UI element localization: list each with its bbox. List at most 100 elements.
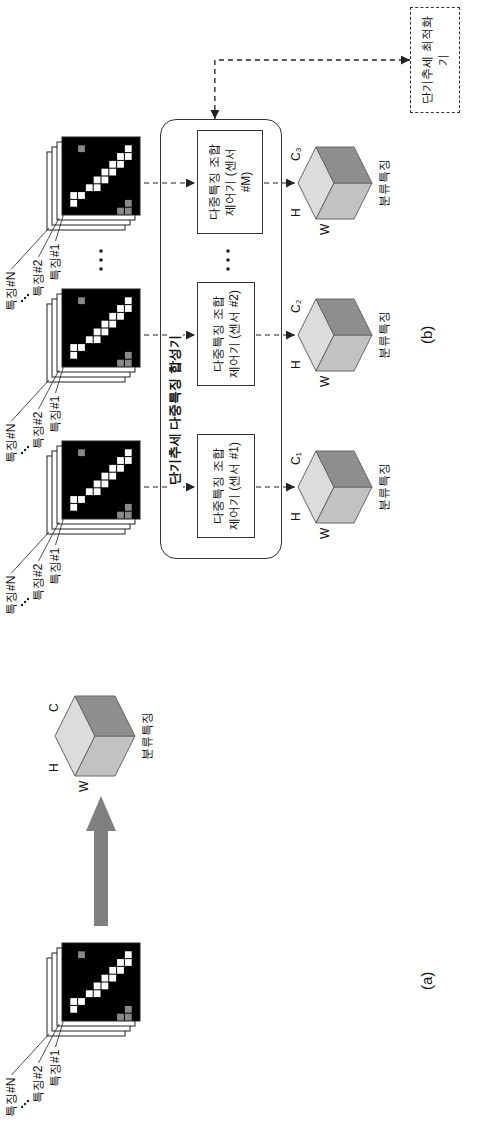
flow-arrow bbox=[144, 182, 195, 183]
feature-stack bbox=[21, 441, 140, 606]
feature-name: 특징#1 bbox=[48, 396, 63, 433]
feature-pixel bbox=[109, 169, 116, 176]
feature-pixel bbox=[78, 145, 85, 152]
feature-pixel bbox=[125, 951, 132, 958]
output-label: 분류특징 bbox=[377, 159, 392, 207]
dimension-label: H bbox=[289, 208, 304, 217]
feature-pixel bbox=[125, 457, 132, 464]
flow-arrow bbox=[264, 182, 295, 183]
feature-name: 특징#1 bbox=[48, 244, 63, 281]
feature-pixel bbox=[94, 990, 101, 997]
feature-pixel bbox=[94, 481, 101, 488]
feature-pixel bbox=[125, 145, 132, 152]
feature-pixel bbox=[117, 967, 124, 974]
dimension-label: W bbox=[77, 781, 92, 792]
feature-pixel bbox=[109, 465, 116, 472]
feature-stack bbox=[21, 137, 140, 302]
feature-pixel bbox=[94, 336, 101, 343]
feature-pixel bbox=[125, 360, 132, 367]
feature-pixel bbox=[78, 344, 85, 351]
dimension-label: W bbox=[318, 376, 333, 387]
dimension-label: H bbox=[289, 360, 304, 369]
output-label: 분류특징 bbox=[377, 463, 392, 511]
leader-line bbox=[56, 1019, 65, 1047]
feature-pixel bbox=[125, 208, 132, 215]
feature-pixel bbox=[94, 184, 101, 191]
feature-map-front bbox=[62, 441, 140, 519]
feature-pixel bbox=[117, 153, 124, 160]
feature-pixel bbox=[117, 305, 124, 312]
feature-name: 특징#1 bbox=[48, 548, 63, 585]
feature-pixel bbox=[117, 959, 124, 966]
dimension-label: W bbox=[318, 528, 333, 539]
feature-pixel bbox=[102, 321, 109, 328]
transform-arrow bbox=[86, 796, 116, 926]
feature-pixel bbox=[86, 488, 93, 495]
ellipsis-dot bbox=[27, 1100, 29, 1102]
feature-pixel bbox=[125, 1014, 132, 1021]
cube-face bbox=[316, 451, 372, 487]
feature-pixel bbox=[102, 169, 109, 176]
cube-face bbox=[316, 183, 372, 219]
feature-map-front bbox=[62, 943, 140, 1021]
feature-name: 특징#2 bbox=[31, 564, 46, 601]
feature-pixel bbox=[78, 449, 85, 456]
feature-pixel bbox=[94, 983, 101, 990]
dimension-label: C₁ bbox=[289, 452, 304, 465]
feature-pixel bbox=[102, 975, 109, 982]
feature-pixel bbox=[117, 512, 124, 519]
feature-cube bbox=[298, 147, 372, 219]
feature-pixel bbox=[78, 998, 85, 1005]
leader-line bbox=[56, 213, 65, 241]
feature-pixel bbox=[70, 504, 77, 511]
feature-name: 특징#N bbox=[4, 424, 19, 463]
flow-arrow bbox=[256, 334, 295, 335]
feature-cube bbox=[298, 299, 372, 371]
feature-pixel bbox=[109, 975, 116, 982]
box-label: 다중특징 조합 제어기 (센서 #M) bbox=[206, 137, 254, 227]
ellipsis-dot bbox=[24, 601, 26, 603]
feature-pixel bbox=[70, 998, 77, 1005]
dimension-label: H bbox=[289, 512, 304, 521]
feature-pixel bbox=[125, 1006, 132, 1013]
feature-pixel bbox=[102, 983, 109, 990]
feature-name: 특징#N bbox=[4, 272, 19, 311]
ellipsis-dot bbox=[226, 258, 230, 262]
optimizer-box: 단기추세 최적화기 bbox=[410, 7, 460, 113]
feature-name: 특징#1 bbox=[48, 1050, 63, 1087]
feature-pixel bbox=[78, 496, 85, 503]
feature-pixel bbox=[102, 177, 109, 184]
feature-cube bbox=[298, 451, 372, 523]
feature-pixel bbox=[117, 1014, 124, 1021]
illustration-layer bbox=[12, 137, 373, 1108]
connector-layer bbox=[215, 60, 410, 119]
feature-stack bbox=[21, 289, 140, 454]
ellipsis-dot bbox=[21, 604, 23, 606]
feature-pixel bbox=[109, 313, 116, 320]
feature-pixel bbox=[117, 360, 124, 367]
output-label: 분류특징 bbox=[377, 311, 392, 359]
controller-box: 다중특징 조합 제어기 (센서 #2) bbox=[197, 282, 255, 386]
dimension-label: C₂ bbox=[289, 300, 304, 313]
feature-pixel bbox=[102, 481, 109, 488]
feature-pixel bbox=[117, 457, 124, 464]
feature-pixel bbox=[125, 153, 132, 160]
flow-arrow bbox=[256, 486, 295, 487]
feature-pixel bbox=[125, 352, 132, 359]
ellipsis-dot bbox=[27, 446, 29, 448]
controller-box: 다중특징 조합 제어기 (센서 #M) bbox=[197, 130, 263, 234]
box-label: 단기추세 최적화기 bbox=[419, 16, 451, 104]
ellipsis-dot bbox=[99, 258, 103, 262]
feature-pixel bbox=[109, 161, 116, 168]
feature-pixel bbox=[70, 200, 77, 207]
feature-pixel bbox=[117, 161, 124, 168]
synthesizer-group: 단기추세 다중특징 합성기다중특징 조합 제어기 (센서 #1)다중특징 조합 … bbox=[160, 119, 282, 559]
dimension-label: C₃ bbox=[289, 147, 304, 161]
feature-pixel bbox=[86, 990, 93, 997]
feature-pixel bbox=[109, 473, 116, 480]
panel-label: (b) bbox=[418, 326, 436, 344]
feature-name: 특징#N bbox=[4, 576, 19, 615]
feature-pixel bbox=[125, 297, 132, 304]
feature-pixel bbox=[125, 959, 132, 966]
